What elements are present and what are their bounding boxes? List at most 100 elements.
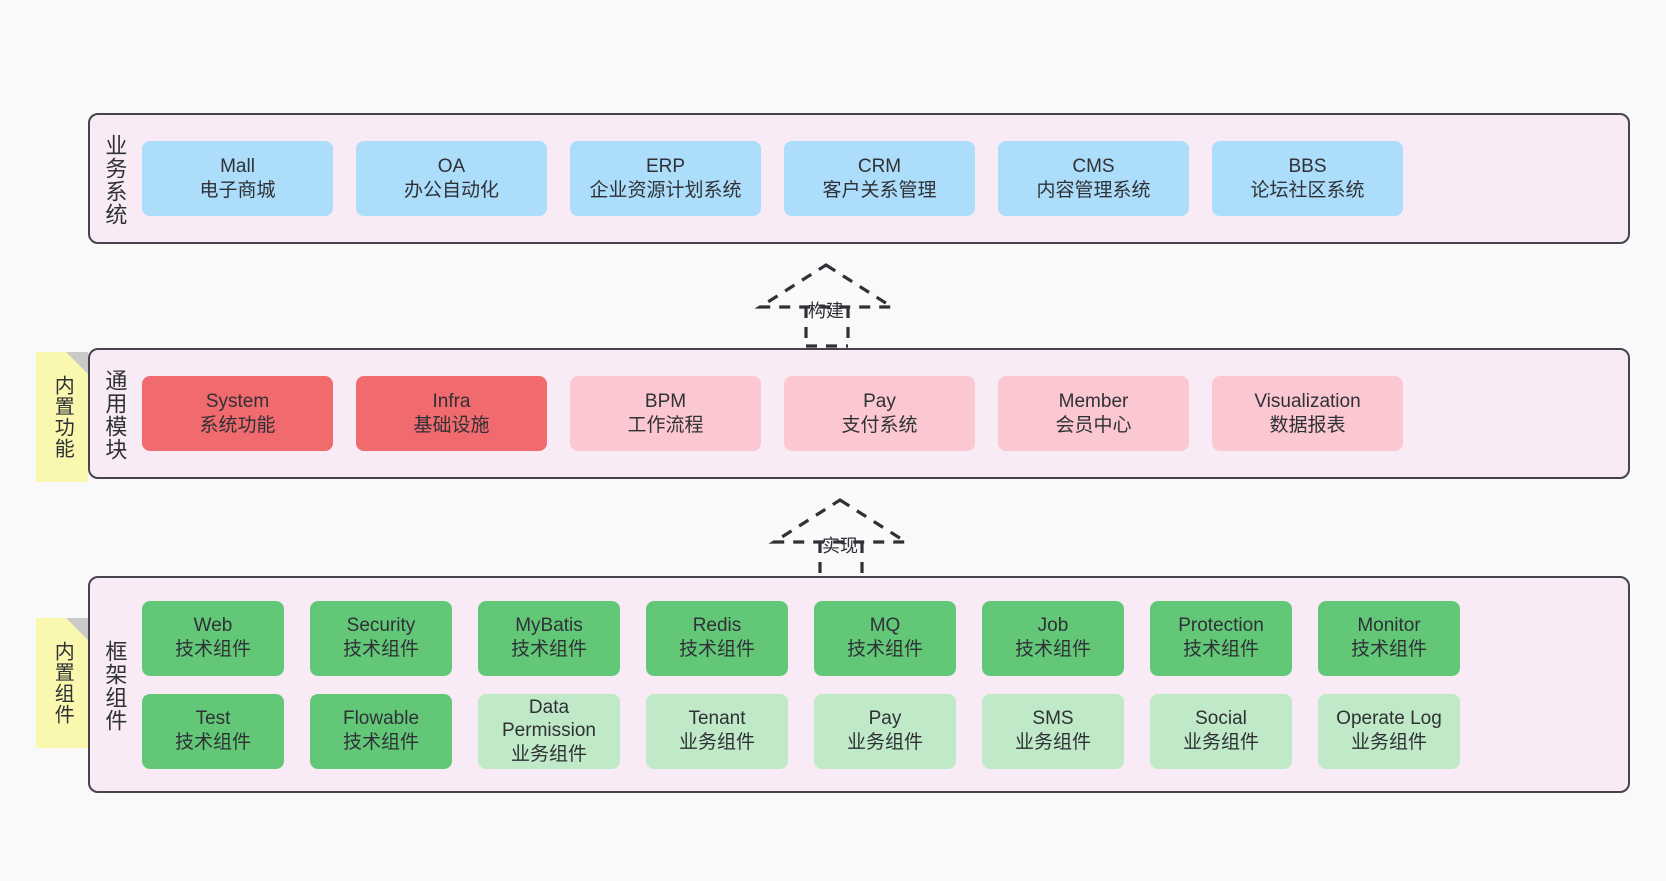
connector-implement: 实现 [768, 497, 912, 583]
node-infra[interactable]: Infra 基础设施 [356, 376, 547, 451]
node-visualization[interactable]: Visualization 数据报表 [1212, 376, 1403, 451]
node-protection-cn: 技术组件 [1182, 639, 1259, 660]
layer-framework-components-row-biz: Test 技术组件 Flowable 技术组件 Data Permission … [142, 693, 1616, 769]
node-job-en: Job [1037, 615, 1069, 637]
node-crm-en: CRM [857, 155, 902, 177]
node-system-en: System [205, 390, 270, 412]
layer-common-modules[interactable]: 通用模块 System 系统功能 Infra 基础设施 BPM 工作流程 Pay… [88, 348, 1630, 479]
layer-framework-components-row-tech: Web 技术组件 Security 技术组件 MyBatis 技术组件 Redi… [142, 600, 1616, 676]
node-flowable-cn: 技术组件 [342, 732, 419, 753]
layer-business-system[interactable]: 业务系统 Mall 电子商城 OA 办公自动化 ERP 企业资源计划系统 CRM… [88, 113, 1630, 244]
node-data-permission[interactable]: Data Permission 业务组件 [478, 693, 620, 769]
note-builtin-function[interactable]: 内置功能 [36, 352, 88, 482]
layer-business-system-body: Mall 电子商城 OA 办公自动化 ERP 企业资源计划系统 CRM 客户关系… [138, 115, 1628, 242]
note-builtin-component[interactable]: 内置组件 [36, 618, 88, 748]
node-infra-cn: 基础设施 [413, 414, 490, 436]
node-security-cn: 技术组件 [342, 639, 419, 660]
node-data-permission-en: Data Permission [502, 696, 596, 742]
node-flowable[interactable]: Flowable 技术组件 [310, 693, 452, 769]
node-redis[interactable]: Redis 技术组件 [646, 600, 788, 676]
connector-build-glyph [754, 263, 898, 348]
node-operate-log[interactable]: Operate Log 业务组件 [1318, 693, 1460, 769]
node-mall-en: Mall [220, 155, 255, 177]
connector-build-label: 构建 [808, 301, 844, 321]
node-security-en: Security [346, 615, 416, 637]
connector-build: 构建 [754, 262, 898, 348]
node-mq[interactable]: MQ 技术组件 [814, 600, 956, 676]
node-cms-en: CMS [1072, 155, 1115, 177]
node-flowable-en: Flowable [342, 708, 420, 730]
node-tenant-en: Tenant [688, 708, 746, 730]
node-sms-en: SMS [1032, 708, 1074, 730]
node-redis-cn: 技术组件 [678, 639, 755, 660]
node-operate-log-en: Operate Log [1336, 708, 1442, 730]
node-social-en: Social [1195, 708, 1247, 730]
node-visualization-cn: 数据报表 [1269, 414, 1346, 436]
node-job[interactable]: Job 技术组件 [982, 600, 1124, 676]
node-social[interactable]: Social 业务组件 [1150, 693, 1292, 769]
node-sms[interactable]: SMS 业务组件 [982, 693, 1124, 769]
node-bbs-en: BBS [1288, 155, 1327, 177]
node-test-en: Test [195, 708, 231, 730]
node-bpm-cn: 工作流程 [627, 414, 704, 436]
node-member-cn: 会员中心 [1055, 414, 1132, 436]
node-system[interactable]: System 系统功能 [142, 376, 333, 451]
node-mall-cn: 电子商城 [199, 179, 276, 201]
layer-framework-components[interactable]: 框架组件 Web 技术组件 Security 技术组件 MyBatis 技术组件… [88, 576, 1630, 793]
node-redis-en: Redis [692, 615, 742, 637]
node-data-permission-cn: 业务组件 [510, 743, 587, 765]
node-tenant-cn: 业务组件 [678, 732, 755, 753]
node-pay-module-cn: 支付系统 [841, 414, 918, 436]
node-infra-en: Infra [432, 390, 471, 412]
node-bbs-cn: 论坛社区系统 [1250, 179, 1365, 201]
node-protection-en: Protection [1178, 615, 1264, 637]
node-web[interactable]: Web 技术组件 [142, 600, 284, 676]
node-erp-cn: 企业资源计划系统 [589, 179, 742, 201]
node-mq-cn: 技术组件 [846, 639, 923, 660]
note-builtin-function-label: 内置功能 [51, 375, 74, 459]
node-system-cn: 系统功能 [199, 414, 276, 436]
layer-common-modules-title: 通用模块 [102, 368, 128, 461]
node-mybatis-en: MyBatis [515, 615, 583, 637]
layer-framework-components-body: Web 技术组件 Security 技术组件 MyBatis 技术组件 Redi… [138, 578, 1628, 791]
node-monitor[interactable]: Monitor 技术组件 [1318, 600, 1460, 676]
node-cms[interactable]: CMS 内容管理系统 [998, 141, 1189, 216]
note-fold-icon [66, 618, 88, 640]
node-oa[interactable]: OA 办公自动化 [356, 141, 547, 216]
node-pay-module[interactable]: Pay 支付系统 [784, 376, 975, 451]
node-web-en: Web [193, 615, 233, 637]
node-member[interactable]: Member 会员中心 [998, 376, 1189, 451]
node-test[interactable]: Test 技术组件 [142, 693, 284, 769]
layer-common-modules-body: System 系统功能 Infra 基础设施 BPM 工作流程 Pay 支付系统… [138, 350, 1628, 477]
node-job-cn: 技术组件 [1014, 639, 1091, 660]
node-erp[interactable]: ERP 企业资源计划系统 [570, 141, 761, 216]
node-pay-module-en: Pay [863, 390, 896, 412]
node-pay-component-en: Pay [868, 708, 902, 730]
node-mybatis-cn: 技术组件 [510, 639, 587, 660]
layer-common-modules-row: System 系统功能 Infra 基础设施 BPM 工作流程 Pay 支付系统… [142, 376, 1616, 451]
node-tenant[interactable]: Tenant 业务组件 [646, 693, 788, 769]
note-fold-icon [66, 352, 88, 374]
connector-implement-label: 实现 [822, 536, 858, 556]
node-crm[interactable]: CRM 客户关系管理 [784, 141, 975, 216]
node-protection[interactable]: Protection 技术组件 [1150, 600, 1292, 676]
node-mybatis[interactable]: MyBatis 技术组件 [478, 600, 620, 676]
layer-business-system-title: 业务系统 [102, 133, 128, 226]
node-mall[interactable]: Mall 电子商城 [142, 141, 333, 216]
node-mq-en: MQ [869, 615, 901, 637]
node-bpm[interactable]: BPM 工作流程 [570, 376, 761, 451]
node-oa-cn: 办公自动化 [403, 179, 499, 201]
node-bbs[interactable]: BBS 论坛社区系统 [1212, 141, 1403, 216]
node-pay-component[interactable]: Pay 业务组件 [814, 693, 956, 769]
node-operate-log-cn: 业务组件 [1350, 732, 1427, 753]
node-cms-cn: 内容管理系统 [1036, 179, 1151, 201]
node-member-en: Member [1058, 390, 1129, 412]
node-visualization-en: Visualization [1254, 390, 1361, 412]
node-erp-en: ERP [645, 155, 686, 177]
layer-business-system-row: Mall 电子商城 OA 办公自动化 ERP 企业资源计划系统 CRM 客户关系… [142, 141, 1616, 216]
note-builtin-component-label: 内置组件 [51, 641, 74, 725]
node-security[interactable]: Security 技术组件 [310, 600, 452, 676]
node-bpm-en: BPM [644, 390, 687, 412]
node-monitor-cn: 技术组件 [1350, 639, 1427, 660]
